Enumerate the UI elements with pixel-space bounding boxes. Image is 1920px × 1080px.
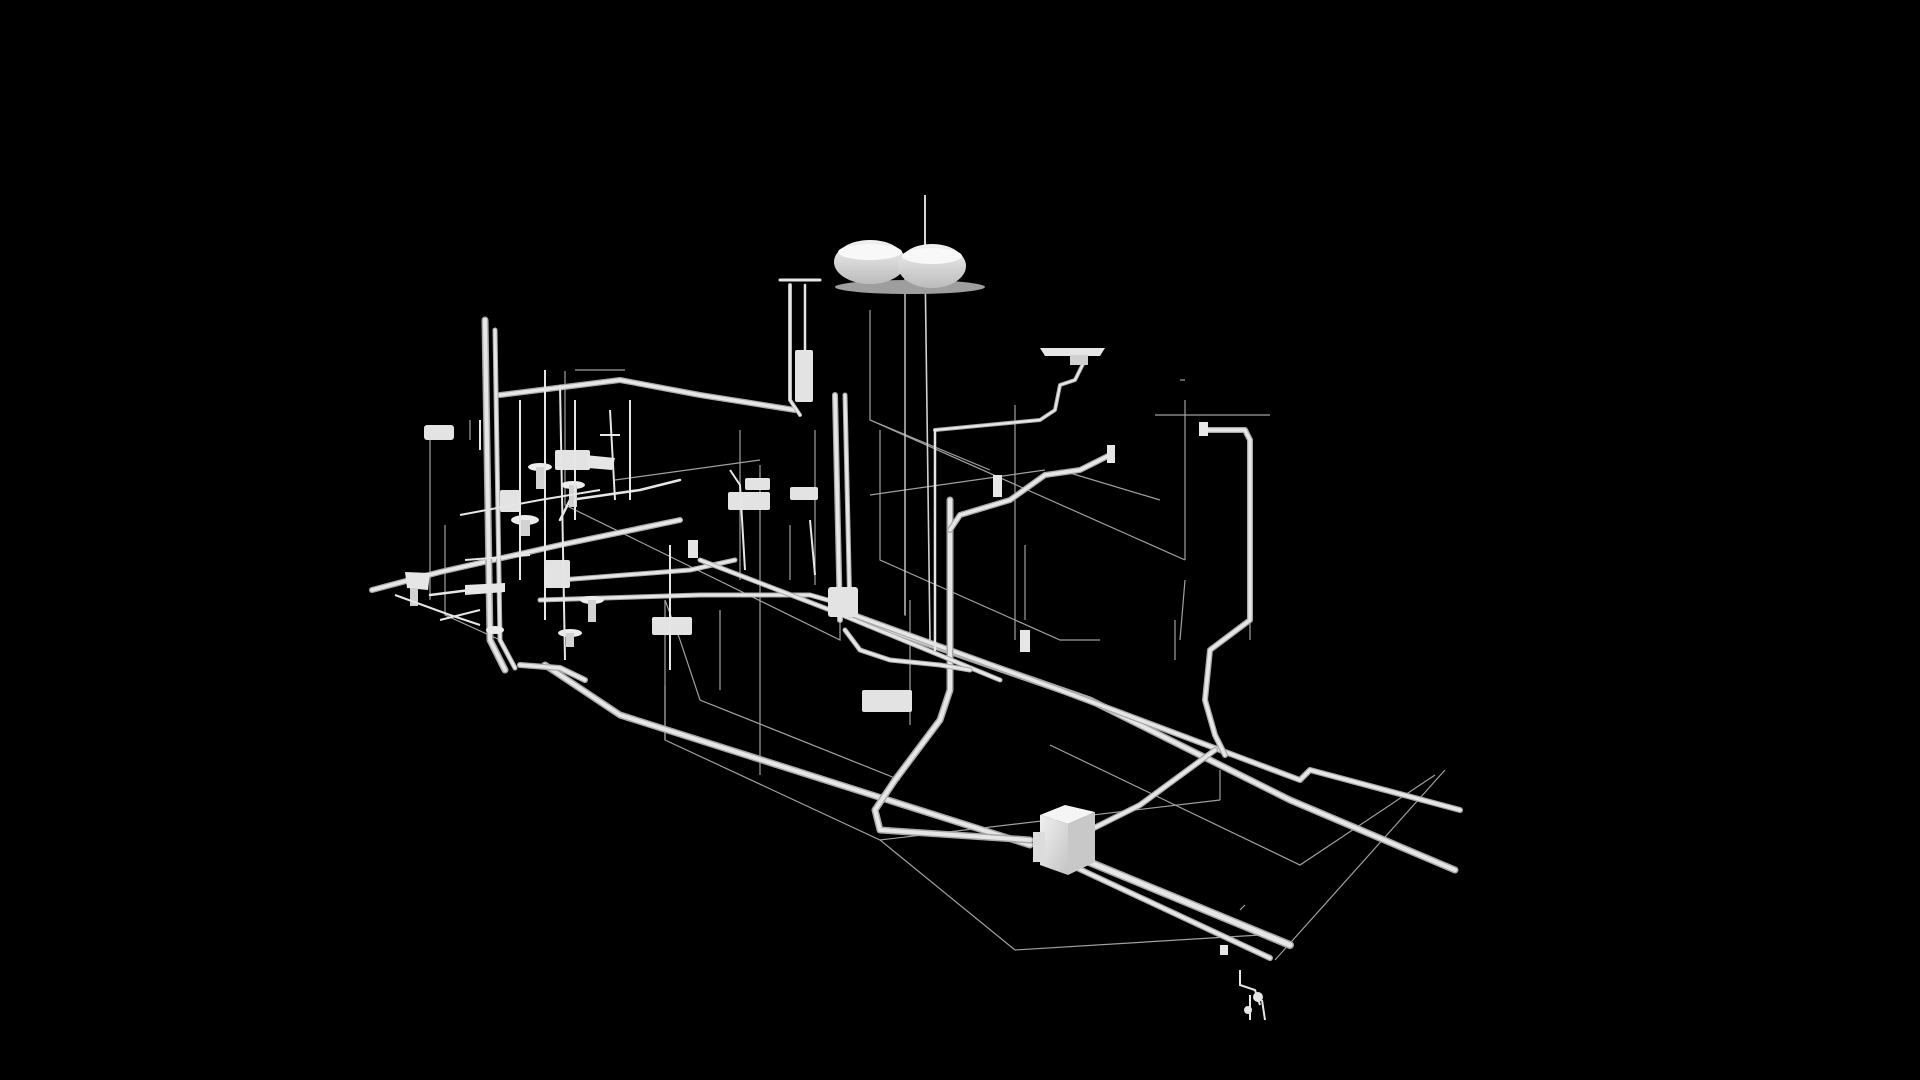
secondary-drain-pipe bbox=[428, 588, 472, 597]
wall-mounted-unit bbox=[828, 587, 858, 617]
secondary-drain-pipe bbox=[843, 628, 972, 672]
left-cluster-details bbox=[394, 370, 816, 670]
tank-riser bbox=[924, 259, 931, 641]
branch-pipe bbox=[809, 519, 816, 576]
main-drain-pipes bbox=[369, 259, 1463, 961]
guide-line bbox=[614, 459, 761, 481]
wall-mounted-unit bbox=[862, 690, 912, 712]
sink-fixture bbox=[405, 572, 430, 590]
unit-body bbox=[1070, 355, 1088, 365]
main-drain-pipe bbox=[541, 661, 1034, 849]
secondary-drain-pipe bbox=[538, 593, 847, 607]
guide-line bbox=[1239, 904, 1246, 911]
wall-mounted-unit bbox=[500, 490, 520, 512]
wall-mounted-unit bbox=[790, 487, 818, 500]
cleanout bbox=[1020, 630, 1030, 652]
branch-pipe bbox=[729, 469, 746, 571]
main-vertical-stack bbox=[833, 393, 842, 622]
guide-line bbox=[1049, 744, 1436, 866]
guide-line bbox=[879, 430, 1100, 641]
box-top bbox=[1040, 805, 1095, 824]
floor-drain bbox=[688, 540, 698, 558]
main-drain-pipe bbox=[1088, 748, 1217, 832]
main-drain-pipe bbox=[948, 453, 1112, 532]
collection-box bbox=[1033, 805, 1095, 875]
branch-pipe bbox=[464, 554, 531, 561]
rooftop-vent-unit bbox=[1040, 348, 1105, 365]
branch-pipe bbox=[609, 409, 616, 501]
wall-mounted-unit bbox=[795, 350, 813, 402]
secondary-drain-pipe bbox=[1058, 858, 1272, 960]
branch-pipe bbox=[559, 384, 566, 661]
main-vertical-stack bbox=[843, 393, 852, 617]
outlet-fittings bbox=[1239, 970, 1266, 1021]
cleanout bbox=[1220, 945, 1228, 955]
main-drain-pipe bbox=[543, 663, 1032, 847]
secondary-drain-pipe bbox=[518, 663, 587, 682]
wall-mounted-unit bbox=[728, 492, 770, 510]
sink-fixtures bbox=[405, 455, 615, 647]
outlet-fitting bbox=[1261, 999, 1266, 1021]
wall-mounted-unit bbox=[652, 617, 692, 635]
main-drain-pipe bbox=[1202, 427, 1253, 758]
sink-fixture-pedestal bbox=[520, 520, 530, 536]
wall-mounted-unit bbox=[555, 450, 590, 470]
secondary-drain-pipe bbox=[933, 358, 1087, 432]
rooftop-water-tank bbox=[834, 240, 985, 294]
box-side bbox=[1068, 812, 1095, 875]
secondary-drain-pipe bbox=[933, 358, 1087, 432]
guide-line bbox=[1059, 469, 1161, 501]
tank-top-left bbox=[838, 244, 902, 260]
secondary-drain-pipe bbox=[558, 478, 682, 522]
guide-line bbox=[444, 525, 501, 641]
unit-top bbox=[1040, 348, 1105, 356]
sink-fixture bbox=[465, 583, 505, 595]
main-drain-pipe bbox=[1057, 847, 1293, 948]
branch-pipe bbox=[459, 489, 601, 516]
guide-line bbox=[869, 419, 991, 471]
wall-mounted-unit bbox=[424, 425, 454, 440]
secondary-drain-pipe bbox=[558, 558, 737, 582]
secondary-drain-pipe bbox=[838, 608, 1462, 812]
wall-mounted-unit bbox=[745, 478, 770, 490]
guide-line bbox=[869, 310, 1186, 561]
wall-mounted-unit bbox=[545, 560, 570, 588]
sink-fixture bbox=[585, 455, 615, 470]
box-fitting bbox=[1033, 832, 1045, 862]
sink-fixture-pedestal bbox=[410, 588, 418, 606]
sink-fixture-pedestal bbox=[588, 600, 596, 622]
box-front bbox=[1040, 815, 1068, 875]
guide-line bbox=[869, 469, 1046, 496]
cleanout bbox=[993, 475, 1002, 497]
tank-riser bbox=[788, 283, 802, 417]
cleanout bbox=[1107, 445, 1115, 463]
guide-line bbox=[1274, 769, 1446, 961]
sink-fixture-pedestal bbox=[536, 467, 544, 489]
branch-pipe bbox=[439, 609, 481, 621]
cleanout bbox=[1199, 422, 1208, 436]
thin-guide-lines bbox=[429, 310, 1446, 961]
main-drain-pipe bbox=[1203, 428, 1252, 757]
outlet-fitting bbox=[1244, 1006, 1252, 1014]
main-drain-pipe bbox=[873, 498, 1032, 842]
secondary-drain-pipe bbox=[837, 607, 1463, 813]
main-vertical-stack bbox=[493, 328, 517, 670]
outlet-fitting bbox=[1253, 992, 1263, 1002]
main-vertical-stack bbox=[483, 318, 507, 672]
sink-fixture-pedestal bbox=[566, 633, 574, 647]
guide-line bbox=[1179, 579, 1186, 641]
sink-fixture-pedestal bbox=[569, 485, 577, 507]
guide-line bbox=[879, 839, 1261, 951]
branch-pipe bbox=[394, 594, 481, 626]
sink-fixture bbox=[486, 626, 504, 634]
tank-top-right bbox=[902, 248, 962, 264]
floor-drains bbox=[688, 422, 1228, 955]
